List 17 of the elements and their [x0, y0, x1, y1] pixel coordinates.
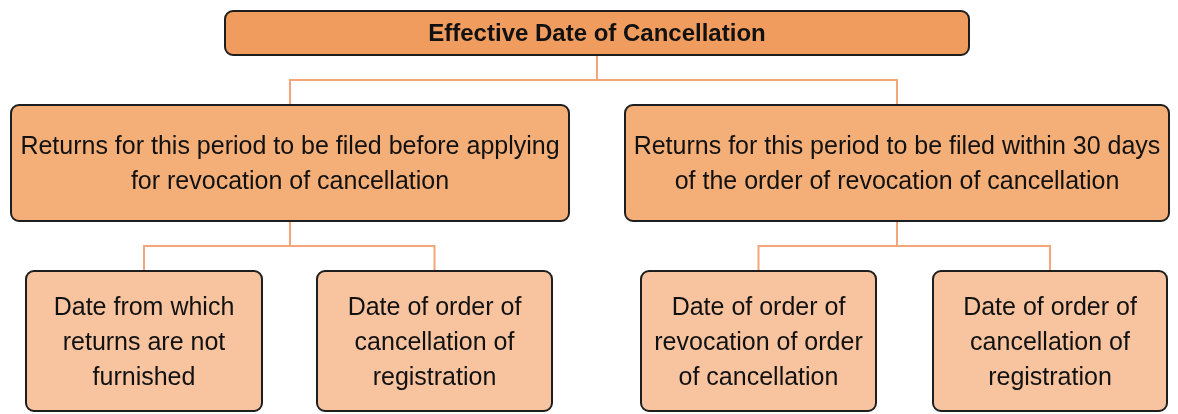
category-box [10, 104, 570, 222]
date-box [316, 270, 553, 412]
node-text: Date of order of revocation of order of cancellation [653, 290, 864, 392]
connector-line [896, 221, 1051, 271]
connector-line [289, 221, 436, 271]
node-text: Returns for this period to be filed within 30 days of the order of revocation of cancellation [632, 130, 1162, 196]
node-text: Date of order of cancellation of registration [346, 290, 523, 392]
node-text: Effective Date of Cancellation [428, 18, 766, 49]
date-box [932, 270, 1168, 412]
date-box [640, 270, 877, 412]
node-text: Returns for this period to be filed before applying for revocation of cancellation [19, 130, 561, 196]
node-text: Date from which returns are not furnished [52, 290, 236, 392]
category-box [624, 104, 1170, 222]
date-box [25, 270, 263, 412]
title-box [224, 10, 970, 56]
node-text: Date of order of cancellation of registration [962, 290, 1138, 392]
connector-line [596, 55, 898, 105]
